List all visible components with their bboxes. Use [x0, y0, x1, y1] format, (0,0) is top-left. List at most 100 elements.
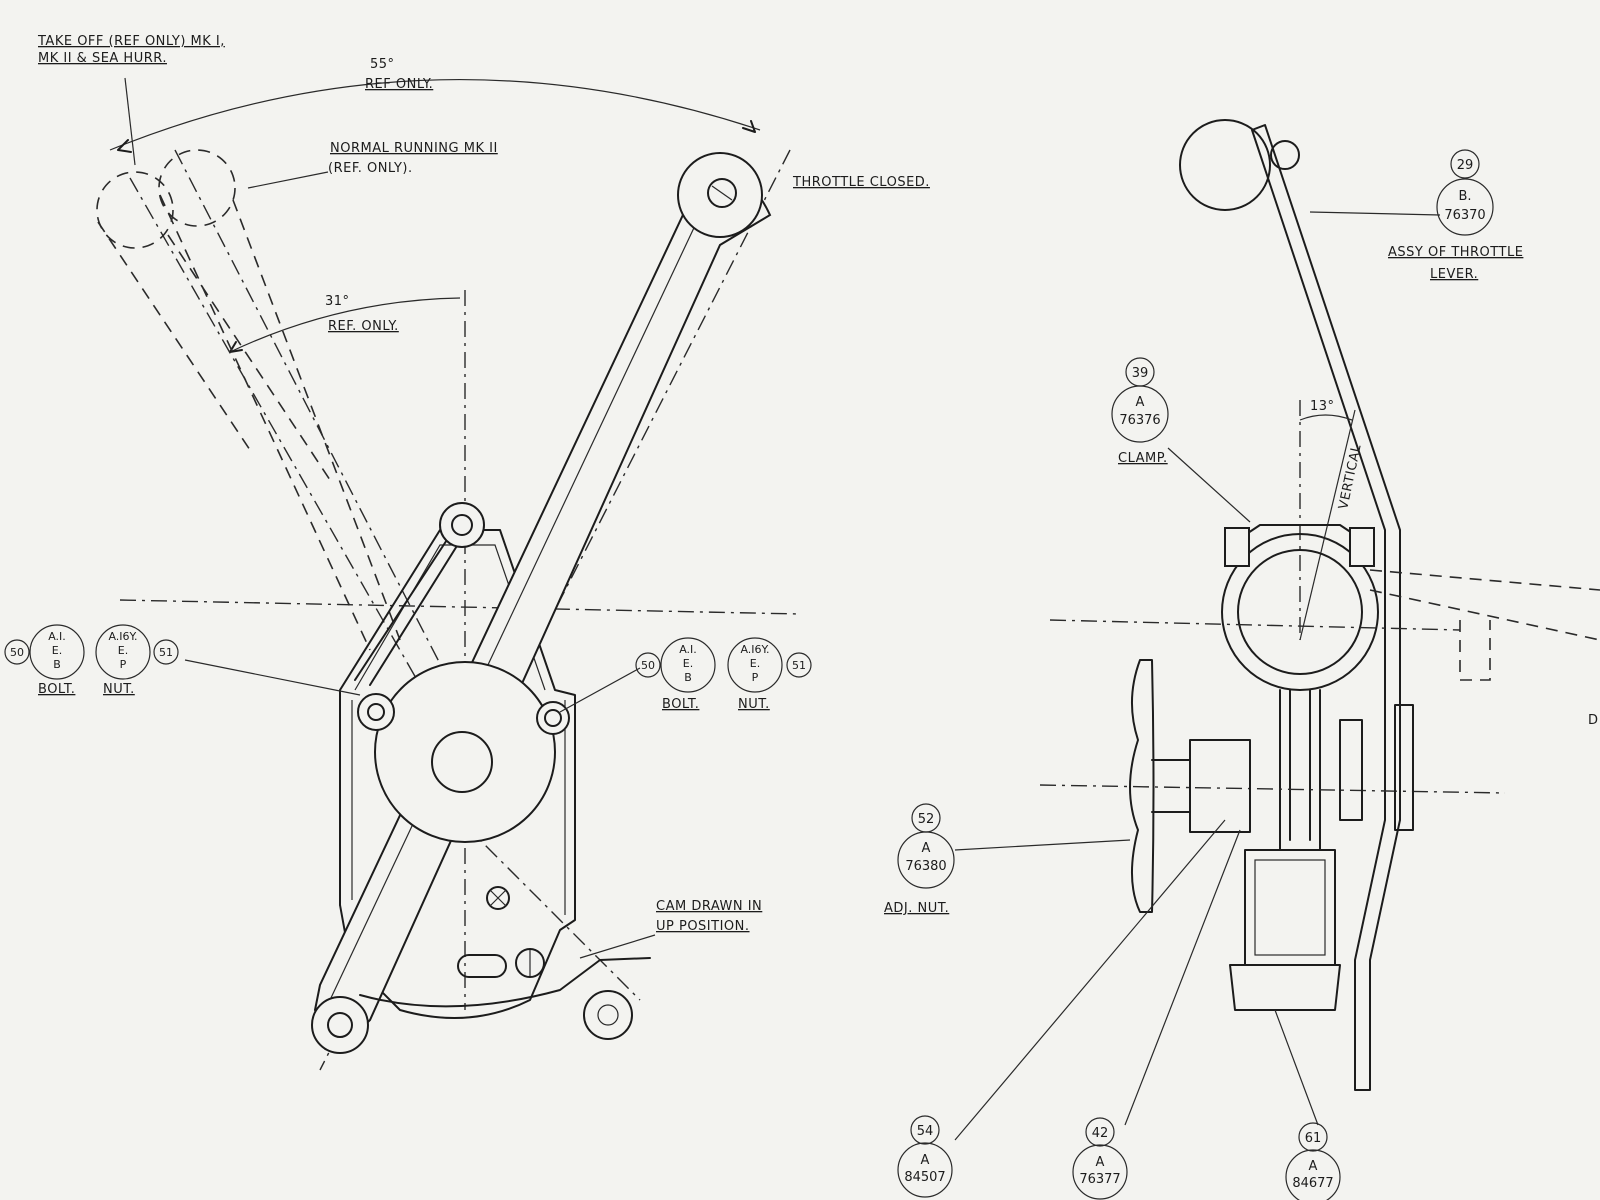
svg-text:A: A	[1136, 395, 1145, 410]
right-bolt-callout: 50 A.I. E. B BOLT.	[635, 637, 716, 712]
lever-bottom-boss	[311, 996, 369, 1054]
ghost-lever-take-off	[96, 171, 331, 481]
lower-bracket	[1229, 964, 1341, 1011]
svg-text:ASSY OF THROTTLE: ASSY OF THROTTLE	[1388, 245, 1523, 260]
mounting-plate	[339, 529, 576, 1019]
adjuster-wheel	[1129, 659, 1155, 913]
right-view	[954, 119, 1600, 1141]
side-plate-right	[1394, 704, 1414, 831]
lever-knob	[1179, 119, 1271, 211]
svg-text:51: 51	[792, 659, 806, 672]
clamp-ring-outer	[1221, 533, 1379, 691]
part-61-callout: 61 A 84677	[1285, 1122, 1341, 1200]
svg-text:A.I.: A.I.	[48, 630, 66, 643]
svg-text:P: P	[752, 671, 759, 684]
svg-text:BOLT.: BOLT.	[662, 697, 699, 712]
svg-text:A: A	[1309, 1159, 1318, 1174]
leader-61	[1274, 1009, 1319, 1126]
diagonal-centreline-a	[129, 177, 481, 791]
lever-top-pivot	[707, 178, 737, 208]
arc-31-dimension	[229, 297, 461, 353]
svg-text:B.: B.	[1458, 189, 1471, 204]
take-off-label-line2: MK II & SEA HURR.	[38, 51, 167, 66]
svg-text:42: 42	[1092, 1126, 1109, 1141]
clamp-bolt-left	[1224, 527, 1250, 567]
svg-text:A.I.: A.I.	[679, 643, 697, 656]
angle-55-value: 55°	[370, 57, 395, 72]
svg-text:A.I6Y.: A.I6Y.	[740, 643, 769, 656]
clamp-callout: 39 A 76376 CLAMP.	[1111, 357, 1169, 466]
adj-nut-callout: 52 A 76380 ADJ. NUT.	[884, 803, 955, 916]
svg-text:84507: 84507	[904, 1170, 945, 1185]
left-callout-leader	[184, 659, 361, 696]
leader-42	[1124, 829, 1241, 1126]
phantom-part	[1369, 569, 1600, 681]
cam-profile	[359, 957, 651, 1008]
lever-arm	[1251, 124, 1401, 1091]
svg-text:E.: E.	[118, 644, 128, 657]
part-42-callout: 42 A 76377	[1072, 1117, 1128, 1200]
svg-text:NUT.: NUT.	[103, 682, 135, 697]
normal-running-leader	[247, 171, 329, 189]
arc-55-arrow-right	[742, 120, 756, 133]
plate-screw	[486, 886, 510, 910]
normal-running-line2: (REF. ONLY).	[328, 161, 413, 176]
right-link-pin	[536, 701, 570, 735]
svg-text:76380: 76380	[905, 859, 946, 874]
svg-text:BOLT.: BOLT.	[38, 682, 75, 697]
svg-text:LEVER.: LEVER.	[1430, 267, 1478, 282]
lower-body	[1244, 849, 1336, 966]
svg-text:A.I6Y.: A.I6Y.	[108, 630, 137, 643]
angle-13-value: 13°	[1310, 399, 1335, 414]
vertical-label: VERTICAL	[1336, 443, 1364, 511]
adjuster-spindle	[1151, 759, 1191, 813]
cam-follower	[583, 990, 633, 1040]
left-link-pin	[357, 693, 395, 731]
svg-text:76377: 76377	[1079, 1172, 1120, 1187]
svg-text:E.: E.	[52, 644, 62, 657]
left-view	[96, 77, 801, 1071]
svg-text:B: B	[684, 671, 692, 684]
lever-bottom-pivot	[327, 1012, 353, 1038]
normal-running-line1: NORMAL RUNNING MK II	[330, 141, 498, 156]
svg-text:50: 50	[10, 646, 24, 659]
cam-slot	[457, 954, 507, 978]
clamp-bolt-right	[1349, 527, 1375, 567]
angle-13-arc	[1299, 414, 1353, 421]
svg-text:NUT.: NUT.	[738, 697, 770, 712]
svg-text:54: 54	[917, 1124, 934, 1139]
clamp-ring-inner	[1237, 549, 1363, 675]
push-rod	[354, 519, 471, 686]
part-54-callout: 54 A 84507	[897, 1115, 953, 1198]
svg-text:E.: E.	[750, 657, 760, 670]
side-washer	[1339, 719, 1363, 821]
lever-inner-edge	[329, 214, 701, 1001]
lever-knob-cap	[1270, 140, 1300, 170]
angle-55-ref: REF ONLY.	[365, 77, 433, 92]
svg-text:84677: 84677	[1292, 1176, 1333, 1191]
right-centreline-1	[1049, 619, 1461, 631]
take-off-leader	[124, 77, 136, 166]
lever-leader	[1309, 211, 1441, 216]
svg-text:A: A	[922, 841, 931, 856]
edge-letter: D	[1588, 713, 1599, 728]
take-off-label-line1: TAKE OFF (REF ONLY) MK I,	[37, 34, 225, 49]
svg-text:52: 52	[918, 812, 935, 827]
left-bolt-callout: 50 A.I. E. B BOLT.	[4, 624, 85, 697]
angle-31-ref: REF. ONLY.	[328, 319, 399, 334]
left-nut-callout: A.I6Y. E. P 51 NUT.	[95, 624, 179, 697]
top-link-pin	[439, 502, 485, 548]
svg-text:E.: E.	[683, 657, 693, 670]
cam-centreline	[419, 779, 641, 1001]
arc-55-arrow-left	[117, 139, 132, 153]
horizontal-centreline	[119, 599, 801, 615]
svg-text:61: 61	[1305, 1131, 1322, 1146]
svg-text:P: P	[120, 658, 127, 671]
cam-note-line1: CAM DRAWN IN	[656, 899, 762, 914]
clamp-leader	[1167, 447, 1251, 523]
svg-text:76370: 76370	[1444, 208, 1485, 223]
cam-note-line2: UP POSITION.	[656, 919, 750, 934]
svg-text:A: A	[921, 1153, 930, 1168]
lower-body-inner	[1254, 859, 1326, 956]
clamp-stem	[1279, 689, 1321, 851]
